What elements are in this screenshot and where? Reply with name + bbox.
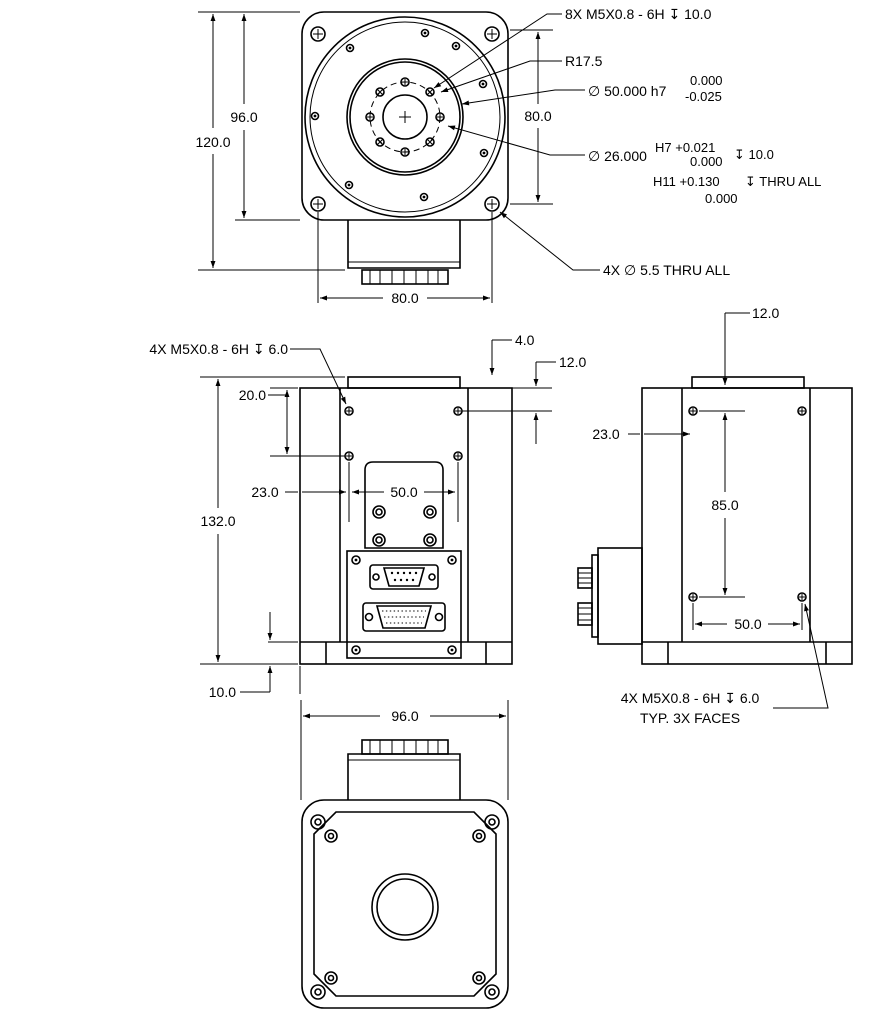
db9-connector [369, 564, 439, 590]
dim-front-10: 10.0 [209, 684, 236, 700]
top-ring-screws [310, 28, 489, 202]
dim-side-12: 12.0 [752, 305, 779, 321]
callout-side-tapped: 4X M5X0.8 - 6H ↧ 6.0 [621, 690, 760, 706]
callout-r17: R17.5 [565, 53, 603, 69]
front-view: 4X M5X0.8 - 6H ↧ 6.0 4.0 12.0 20.0 132.0… [149, 332, 586, 700]
callout-pilot-dia: ∅ 50.000 h7 [588, 83, 667, 99]
callout-bore-h11-lower: 0.000 [705, 191, 738, 206]
callout-bore-h7-lower: 0.000 [690, 154, 723, 169]
front-panel-screws [351, 555, 457, 655]
top-flange-outline [301, 11, 509, 221]
callout-pilot-tol-upper: 0.000 [690, 73, 723, 88]
side-tapped-holes [688, 406, 807, 602]
db25-connector [362, 602, 446, 632]
callout-front-tapped: 4X M5X0.8 - 6H ↧ 6.0 [149, 341, 288, 357]
top-connector-pins [361, 269, 449, 285]
callout-bore-h7: H7 +0.021 [655, 140, 715, 155]
side-connector-housing [577, 547, 643, 645]
callout-4x-through: 4X ∅ 5.5 THRU ALL [603, 262, 730, 278]
top-tapped-holes [365, 77, 445, 157]
front-cover-screws [372, 505, 437, 547]
bottom-bore [371, 873, 439, 941]
front-connector-panel [346, 550, 462, 659]
bottom-corner-holes [310, 814, 500, 1000]
callout-bore-h7-depth: ↧ 10.0 [734, 147, 774, 162]
callout-8x-tapped: 8X M5X0.8 - 6H ↧ 10.0 [565, 6, 712, 22]
dim-front-4: 4.0 [515, 332, 535, 348]
bottom-flange-outline [301, 799, 509, 1009]
bottom-view: 96.0 [300, 700, 509, 1009]
dim-bottom-96: 96.0 [391, 708, 418, 724]
dim-top-80-v: 80.0 [524, 108, 551, 124]
dim-front-20: 20.0 [239, 387, 266, 403]
dim-top-96: 96.0 [230, 109, 257, 125]
dim-side-50: 50.0 [734, 616, 761, 632]
top-view: 120.0 96.0 80.0 80.0 8X M5X0.8 - 6H ↧ 10… [195, 6, 821, 306]
side-view: 12.0 23.0 85.0 50.0 4X M5X0.8 - 6H ↧ 6.0… [577, 305, 853, 726]
front-tapped-holes [344, 406, 463, 461]
dim-front-23: 23.0 [251, 484, 278, 500]
bottom-connector-pins [361, 739, 449, 755]
callout-bore-h11-depth: ↧ THRU ALL [745, 174, 821, 189]
callout-side-faces: TYP. 3X FACES [640, 710, 740, 726]
front-cover-plate [364, 461, 444, 549]
top-corner-holes [310, 26, 500, 212]
dim-front-50: 50.0 [390, 484, 417, 500]
callout-bore-h11: H11 +0.130 [653, 174, 720, 189]
dim-top-120: 120.0 [195, 134, 230, 150]
callout-bore-dia: ∅ 26.000 [588, 148, 647, 164]
dim-top-80-h: 80.0 [391, 290, 418, 306]
dim-front-12: 12.0 [559, 354, 586, 370]
callout-pilot-tol-lower: -0.025 [685, 89, 722, 104]
dim-side-85: 85.0 [711, 497, 738, 513]
dim-side-23: 23.0 [592, 426, 619, 442]
dim-front-132: 132.0 [200, 513, 235, 529]
